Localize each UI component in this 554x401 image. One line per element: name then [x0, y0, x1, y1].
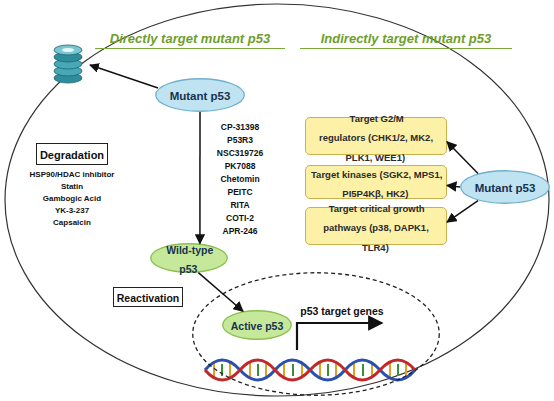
node-text: p53 target genes	[292, 300, 392, 319]
node-text: Mutant p53	[155, 78, 245, 112]
node-text: Wild-type p53	[150, 243, 228, 273]
section-title: Directly target mutant p53	[95, 31, 285, 49]
drug-name: CP-31398	[208, 122, 272, 132]
node-heading: Target kinases	[311, 169, 377, 180]
degrader-name: HSP90/HDAC inhibitor	[24, 170, 120, 179]
strategy-box: Target G2/M regulators(CHK1/2, MK2, PLK1…	[305, 117, 447, 155]
drug-name: PK7088	[208, 161, 272, 171]
node-text: Mutant p53	[460, 170, 550, 204]
strategy-box: Target kinases(SGK2, MPS1, PI5P4Kβ, HK2)	[305, 165, 447, 199]
drug-name: COTI-2	[208, 213, 272, 223]
node-heading: Mutant p53	[475, 182, 536, 194]
mutant-p53-ellipse: Mutant p53	[460, 170, 550, 204]
arrow-connector	[199, 112, 201, 244]
wildtype-p53-ellipse: Wild-type p53	[150, 243, 228, 273]
outer-ellipse	[5, 4, 549, 396]
strategy-box: Target critical growth pathways(p38, DAP…	[305, 207, 447, 245]
proteasome-icon	[54, 45, 82, 83]
degrader-name: YK-3-237	[24, 206, 120, 215]
degrader-name: Gambogic Acid	[24, 194, 120, 203]
arrow-connector	[447, 185, 460, 187]
dna-helix	[205, 360, 415, 380]
drug-name: Chetomin	[208, 174, 272, 184]
transcription-arrow	[297, 323, 382, 350]
active-p53-ellipse: Active p53	[222, 310, 292, 340]
node-heading: Reactivation	[117, 292, 179, 304]
node-heading: Active p53	[231, 320, 284, 332]
arrow-connector	[198, 273, 243, 312]
drug-name: NSC319726	[208, 148, 272, 158]
section-title: Indirectly target mutant p53	[300, 31, 512, 49]
degradation-arrow	[90, 65, 158, 88]
drug-name: RITA	[208, 200, 272, 210]
drug-name: P53R3	[208, 135, 272, 145]
node-heading: Wild-type p53	[166, 244, 213, 275]
node-text: Target critical growth pathways(p38, DAP…	[306, 208, 446, 244]
process-box: Degradation	[36, 143, 108, 165]
node-heading: p53 target genes	[300, 305, 383, 317]
node-text: Reactivation	[114, 288, 182, 306]
degrader-name: Statin	[24, 182, 120, 191]
drug-name: APR-246	[208, 226, 272, 236]
arrow-connector	[447, 201, 478, 223]
node-heading: Mutant p53	[170, 90, 231, 102]
nucleus-region: p53 target genesActive p53	[192, 272, 440, 396]
mutant-p53-ellipse: Mutant p53	[155, 78, 245, 112]
node-detail: (p38, DAPK1, TLR4)	[362, 222, 429, 252]
degrader-name: Capsaicin	[24, 218, 120, 227]
node-text: Target G2/M regulators(CHK1/2, MK2, PLK1…	[306, 118, 446, 154]
node-text: Active p53	[222, 310, 292, 340]
drug-name: PEITC	[208, 187, 272, 197]
node-heading: Degradation	[40, 149, 104, 161]
arrow-connector	[447, 142, 478, 174]
node-text: Target kinases(SGK2, MPS1, PI5P4Kβ, HK2)	[306, 166, 446, 198]
node-text: Degradation	[37, 144, 107, 164]
process-box: Reactivation	[113, 287, 183, 307]
